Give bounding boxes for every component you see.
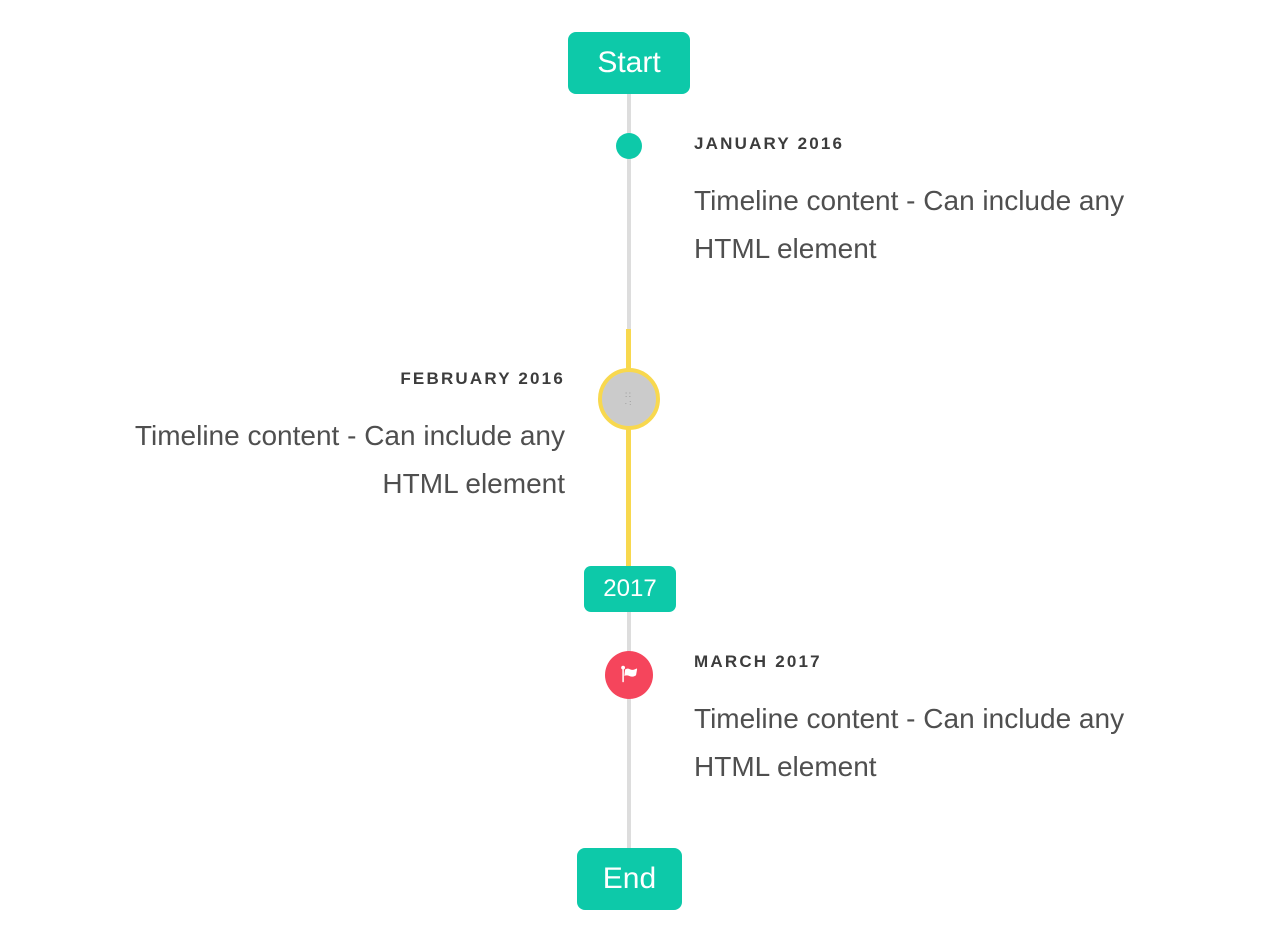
entry-title: FEBRUARY 2016 <box>400 369 565 388</box>
entry-content: Timeline content - Can include any HTML … <box>694 177 1234 273</box>
entry-content-line: Timeline content - Can include any <box>694 185 1125 216</box>
timeline-year-badge-2017: 2017 <box>584 566 676 612</box>
timeline-entry-march-2017: MARCH 2017 Timeline content - Can includ… <box>694 652 1234 791</box>
timeline-start-badge: Start <box>568 32 690 94</box>
flag-icon <box>621 665 638 683</box>
broken-glyph-icon: ∷ ∙꞉ <box>624 390 634 408</box>
entry-content: Timeline content - Can include any HTML … <box>694 695 1234 791</box>
entry-content-line: Timeline content - Can include any <box>134 420 565 451</box>
timeline-entry-january-2016: JANUARY 2016 Timeline content - Can incl… <box>694 134 1234 273</box>
entry-content-line: Timeline content - Can include any <box>694 703 1125 734</box>
timeline-marker-circle-february-2016[interactable]: ∷ ∙꞉ <box>598 368 660 430</box>
entry-title: JANUARY 2016 <box>694 134 845 153</box>
entry-content-line: HTML element <box>382 468 565 499</box>
entry-content: Timeline content - Can include any HTML … <box>5 412 565 508</box>
timeline-end-badge: End <box>577 848 682 910</box>
timeline-marker-dot-january-2016[interactable] <box>616 133 642 159</box>
entry-title: MARCH 2017 <box>694 652 822 671</box>
entry-content-line: HTML element <box>694 233 877 264</box>
timeline-line-highlight <box>626 329 631 566</box>
timeline-entry-february-2016: FEBRUARY 2016 Timeline content - Can inc… <box>5 369 565 508</box>
timeline-marker-flag-march-2017[interactable] <box>605 651 653 699</box>
entry-content-line: HTML element <box>694 751 877 782</box>
